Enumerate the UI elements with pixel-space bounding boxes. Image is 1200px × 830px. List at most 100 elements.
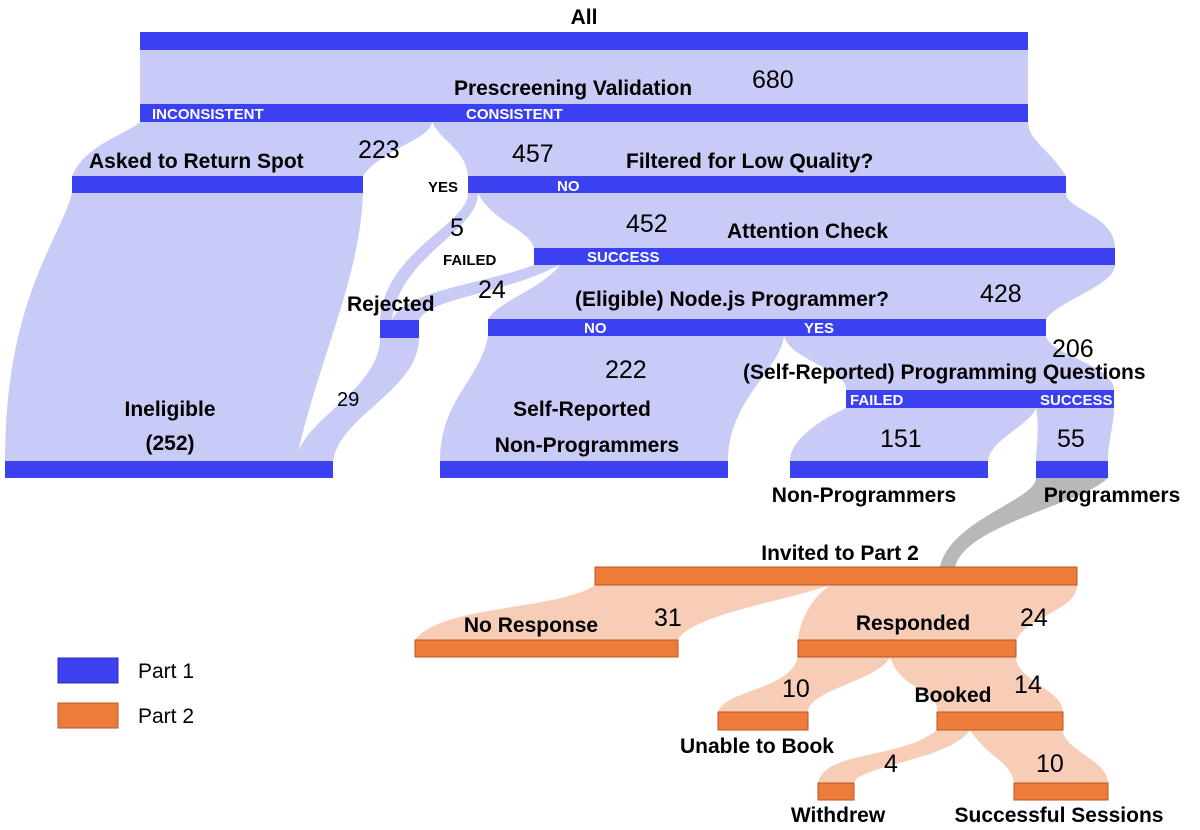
label-filtered: Filtered for Low Quality? <box>626 150 873 173</box>
count-responded: 24 <box>1020 604 1048 632</box>
label-prog: Programmers <box>1044 484 1181 507</box>
flow-inconsistent-return <box>72 122 432 176</box>
label-self-non-1: Self-Reported <box>513 398 651 421</box>
count-filtered-yes: 5 <box>450 214 464 242</box>
part2-flows <box>415 585 1108 783</box>
label-failed-a: FAILED <box>443 252 497 269</box>
flow-rejected-ineligible <box>296 338 419 461</box>
label-success-b: SUCCESS <box>1040 392 1113 409</box>
bar-consistent <box>432 104 1028 122</box>
bar-no-response <box>414 639 679 658</box>
flow-invited-noresponse <box>415 585 830 640</box>
bar-rejected <box>380 320 419 338</box>
bar-invited <box>594 566 1078 586</box>
flow-responded-booked <box>890 657 1063 712</box>
flow-responded-unable <box>718 657 890 712</box>
label-responded: Responded <box>856 612 970 635</box>
count-rejected: 29 <box>337 389 359 411</box>
legend-label-part2: Part 2 <box>138 705 194 728</box>
count-withdrew: 4 <box>884 750 898 778</box>
label-prescreening: Prescreening Validation <box>454 77 692 100</box>
label-non-prog: Non-Programmers <box>772 484 956 507</box>
flow-progq-success-prog <box>1036 408 1114 461</box>
label-inconsistent: INCONSISTENT <box>152 106 264 123</box>
flow-return-ineligible-thin <box>296 193 372 461</box>
label-booked: Booked <box>914 684 991 707</box>
label-attention: Attention Check <box>727 220 888 243</box>
label-no-a: NO <box>557 178 580 195</box>
label-consistent: CONSISTENT <box>466 106 563 123</box>
flow-nodejs-yes-progq <box>784 336 1114 390</box>
label-failed-b: FAILED <box>850 392 904 409</box>
bar-progq <box>846 390 1114 408</box>
label-progq: (Self-Reported) Programming Questions <box>743 361 1146 384</box>
bar-responded <box>797 639 1017 658</box>
count-non-prog: 151 <box>880 425 922 453</box>
label-ineligible-1: Ineligible <box>124 398 215 421</box>
flow-invited-responded <box>798 585 1077 640</box>
count-return-spot: 223 <box>358 136 400 164</box>
label-success-a: SUCCESS <box>587 249 660 266</box>
label-successful: Successful Sessions <box>955 804 1164 827</box>
part1-flows <box>5 50 1115 461</box>
count-unable: 10 <box>782 675 810 703</box>
count-no-response: 31 <box>654 604 682 632</box>
part2-bars <box>414 566 1109 801</box>
count-failed: 24 <box>478 276 506 304</box>
bar-ineligible <box>5 461 333 478</box>
count-successful: 10 <box>1036 750 1064 778</box>
flow-booked-successful <box>970 730 1108 783</box>
bar-non-prog <box>790 461 988 478</box>
label-unable: Unable to Book <box>680 735 834 758</box>
label-withdrew: Withdrew <box>791 804 886 827</box>
legend: Part 1 Part 2 <box>57 657 194 729</box>
legend-swatch-part2 <box>57 702 119 729</box>
label-invited: Invited to Part 2 <box>761 542 919 565</box>
bar-attention <box>534 248 1115 265</box>
count-nodejs: 428 <box>980 280 1022 308</box>
bar-prog <box>1036 461 1108 478</box>
flow-all-prescreening <box>140 50 1028 104</box>
flow-yes-rejected <box>380 193 478 320</box>
flow-nodejs-no-selfnon <box>440 336 784 461</box>
bar-successful <box>1013 782 1109 801</box>
label-self-non-2: Non-Programmers <box>495 434 679 457</box>
flow-consistent-filtered <box>432 122 1066 176</box>
count-self-non: 222 <box>605 356 647 384</box>
flow-progq-failed-nonprog <box>790 408 1036 461</box>
bar-all <box>140 32 1028 50</box>
flow-return-ineligible <box>5 193 363 461</box>
bar-nodejs <box>488 319 1046 336</box>
count-attention: 452 <box>626 210 668 238</box>
bar-filtered <box>468 176 1066 193</box>
label-no-response: No Response <box>464 614 598 637</box>
bar-return-spot <box>72 176 363 193</box>
flow-success-nodejs <box>488 265 1115 319</box>
label-no-b: NO <box>584 320 607 337</box>
label-all: All <box>571 6 598 29</box>
legend-swatch-part1 <box>57 657 119 684</box>
flow-failed-rejected <box>392 265 560 320</box>
label-nodejs: (Eligible) Node.js Programmer? <box>575 288 889 311</box>
flow-booked-withdrew <box>818 730 970 783</box>
bar-unable <box>717 711 809 731</box>
bar-booked <box>936 711 1064 731</box>
label-return-spot: Asked to Return Spot <box>89 150 304 173</box>
count-booked: 14 <box>1014 671 1042 699</box>
count-prescreening: 680 <box>752 66 794 94</box>
legend-label-part1: Part 1 <box>138 660 194 683</box>
flow-programmers-invited <box>940 478 1108 567</box>
count-progq: 206 <box>1052 335 1094 363</box>
label-yes-a: YES <box>428 179 458 196</box>
count-prog: 55 <box>1057 425 1085 453</box>
label-ineligible-2: (252) <box>145 432 194 455</box>
bar-self-non <box>440 461 728 478</box>
label-yes-b: YES <box>804 320 834 337</box>
bar-inconsistent <box>140 104 432 122</box>
count-consistent: 457 <box>512 140 554 168</box>
bar-withdrew <box>817 782 855 801</box>
label-rejected: Rejected <box>347 293 435 316</box>
flow-no-attention <box>478 193 1115 248</box>
part1-bars <box>5 32 1115 478</box>
